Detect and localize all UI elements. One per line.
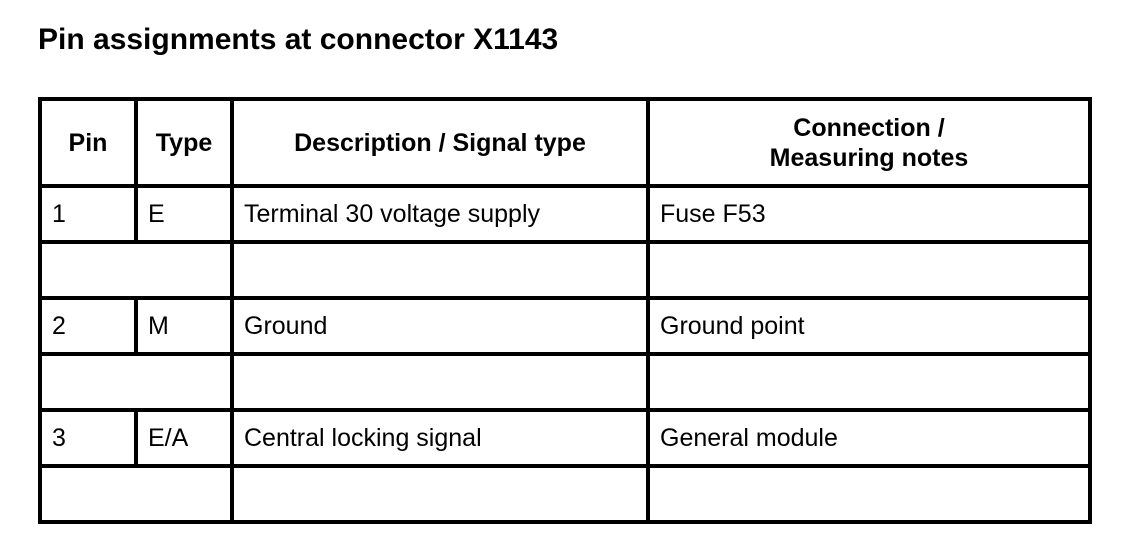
- column-header-description: Description / Signal type: [230, 97, 650, 188]
- empty-cell: [38, 240, 234, 300]
- table-row: 2 M Ground Ground point: [38, 296, 1092, 356]
- column-header-connection: Connection / Measuring notes: [646, 97, 1092, 188]
- empty-cell: [230, 352, 650, 412]
- empty-cell: [38, 352, 234, 412]
- description-cell: Ground: [230, 296, 650, 356]
- pin-cell: 2: [38, 296, 138, 356]
- column-header-pin: Pin: [38, 97, 138, 188]
- empty-cell: [230, 464, 650, 524]
- connection-cell: Fuse F53: [646, 184, 1092, 244]
- empty-cell: [646, 352, 1092, 412]
- empty-cell: [646, 240, 1092, 300]
- type-cell: E/A: [134, 408, 234, 468]
- table-spacer-row: [38, 240, 1092, 300]
- table-header-row: Pin Type Description / Signal type Conne…: [38, 97, 1092, 188]
- description-cell: Central locking signal: [230, 408, 650, 468]
- description-cell: Terminal 30 voltage supply: [230, 184, 650, 244]
- page-title: Pin assignments at connector X1143: [38, 23, 559, 56]
- pin-cell: 3: [38, 408, 138, 468]
- column-header-type: Type: [134, 97, 234, 188]
- connection-cell: Ground point: [646, 296, 1092, 356]
- empty-cell: [230, 240, 650, 300]
- column-header-connection-line1: Connection /: [793, 113, 945, 142]
- type-cell: M: [134, 296, 234, 356]
- table-row: 3 E/A Central locking signal General mod…: [38, 408, 1092, 468]
- empty-cell: [646, 464, 1092, 524]
- empty-cell: [38, 464, 234, 524]
- table-row: 1 E Terminal 30 voltage supply Fuse F53: [38, 184, 1092, 244]
- connection-cell: General module: [646, 408, 1092, 468]
- type-cell: E: [134, 184, 234, 244]
- column-header-connection-line2: Measuring notes: [769, 143, 969, 172]
- table-spacer-row: [38, 352, 1092, 412]
- pin-cell: 1: [38, 184, 138, 244]
- table-spacer-row: [38, 464, 1092, 524]
- pin-assignment-table: Pin Type Description / Signal type Conne…: [38, 97, 1092, 524]
